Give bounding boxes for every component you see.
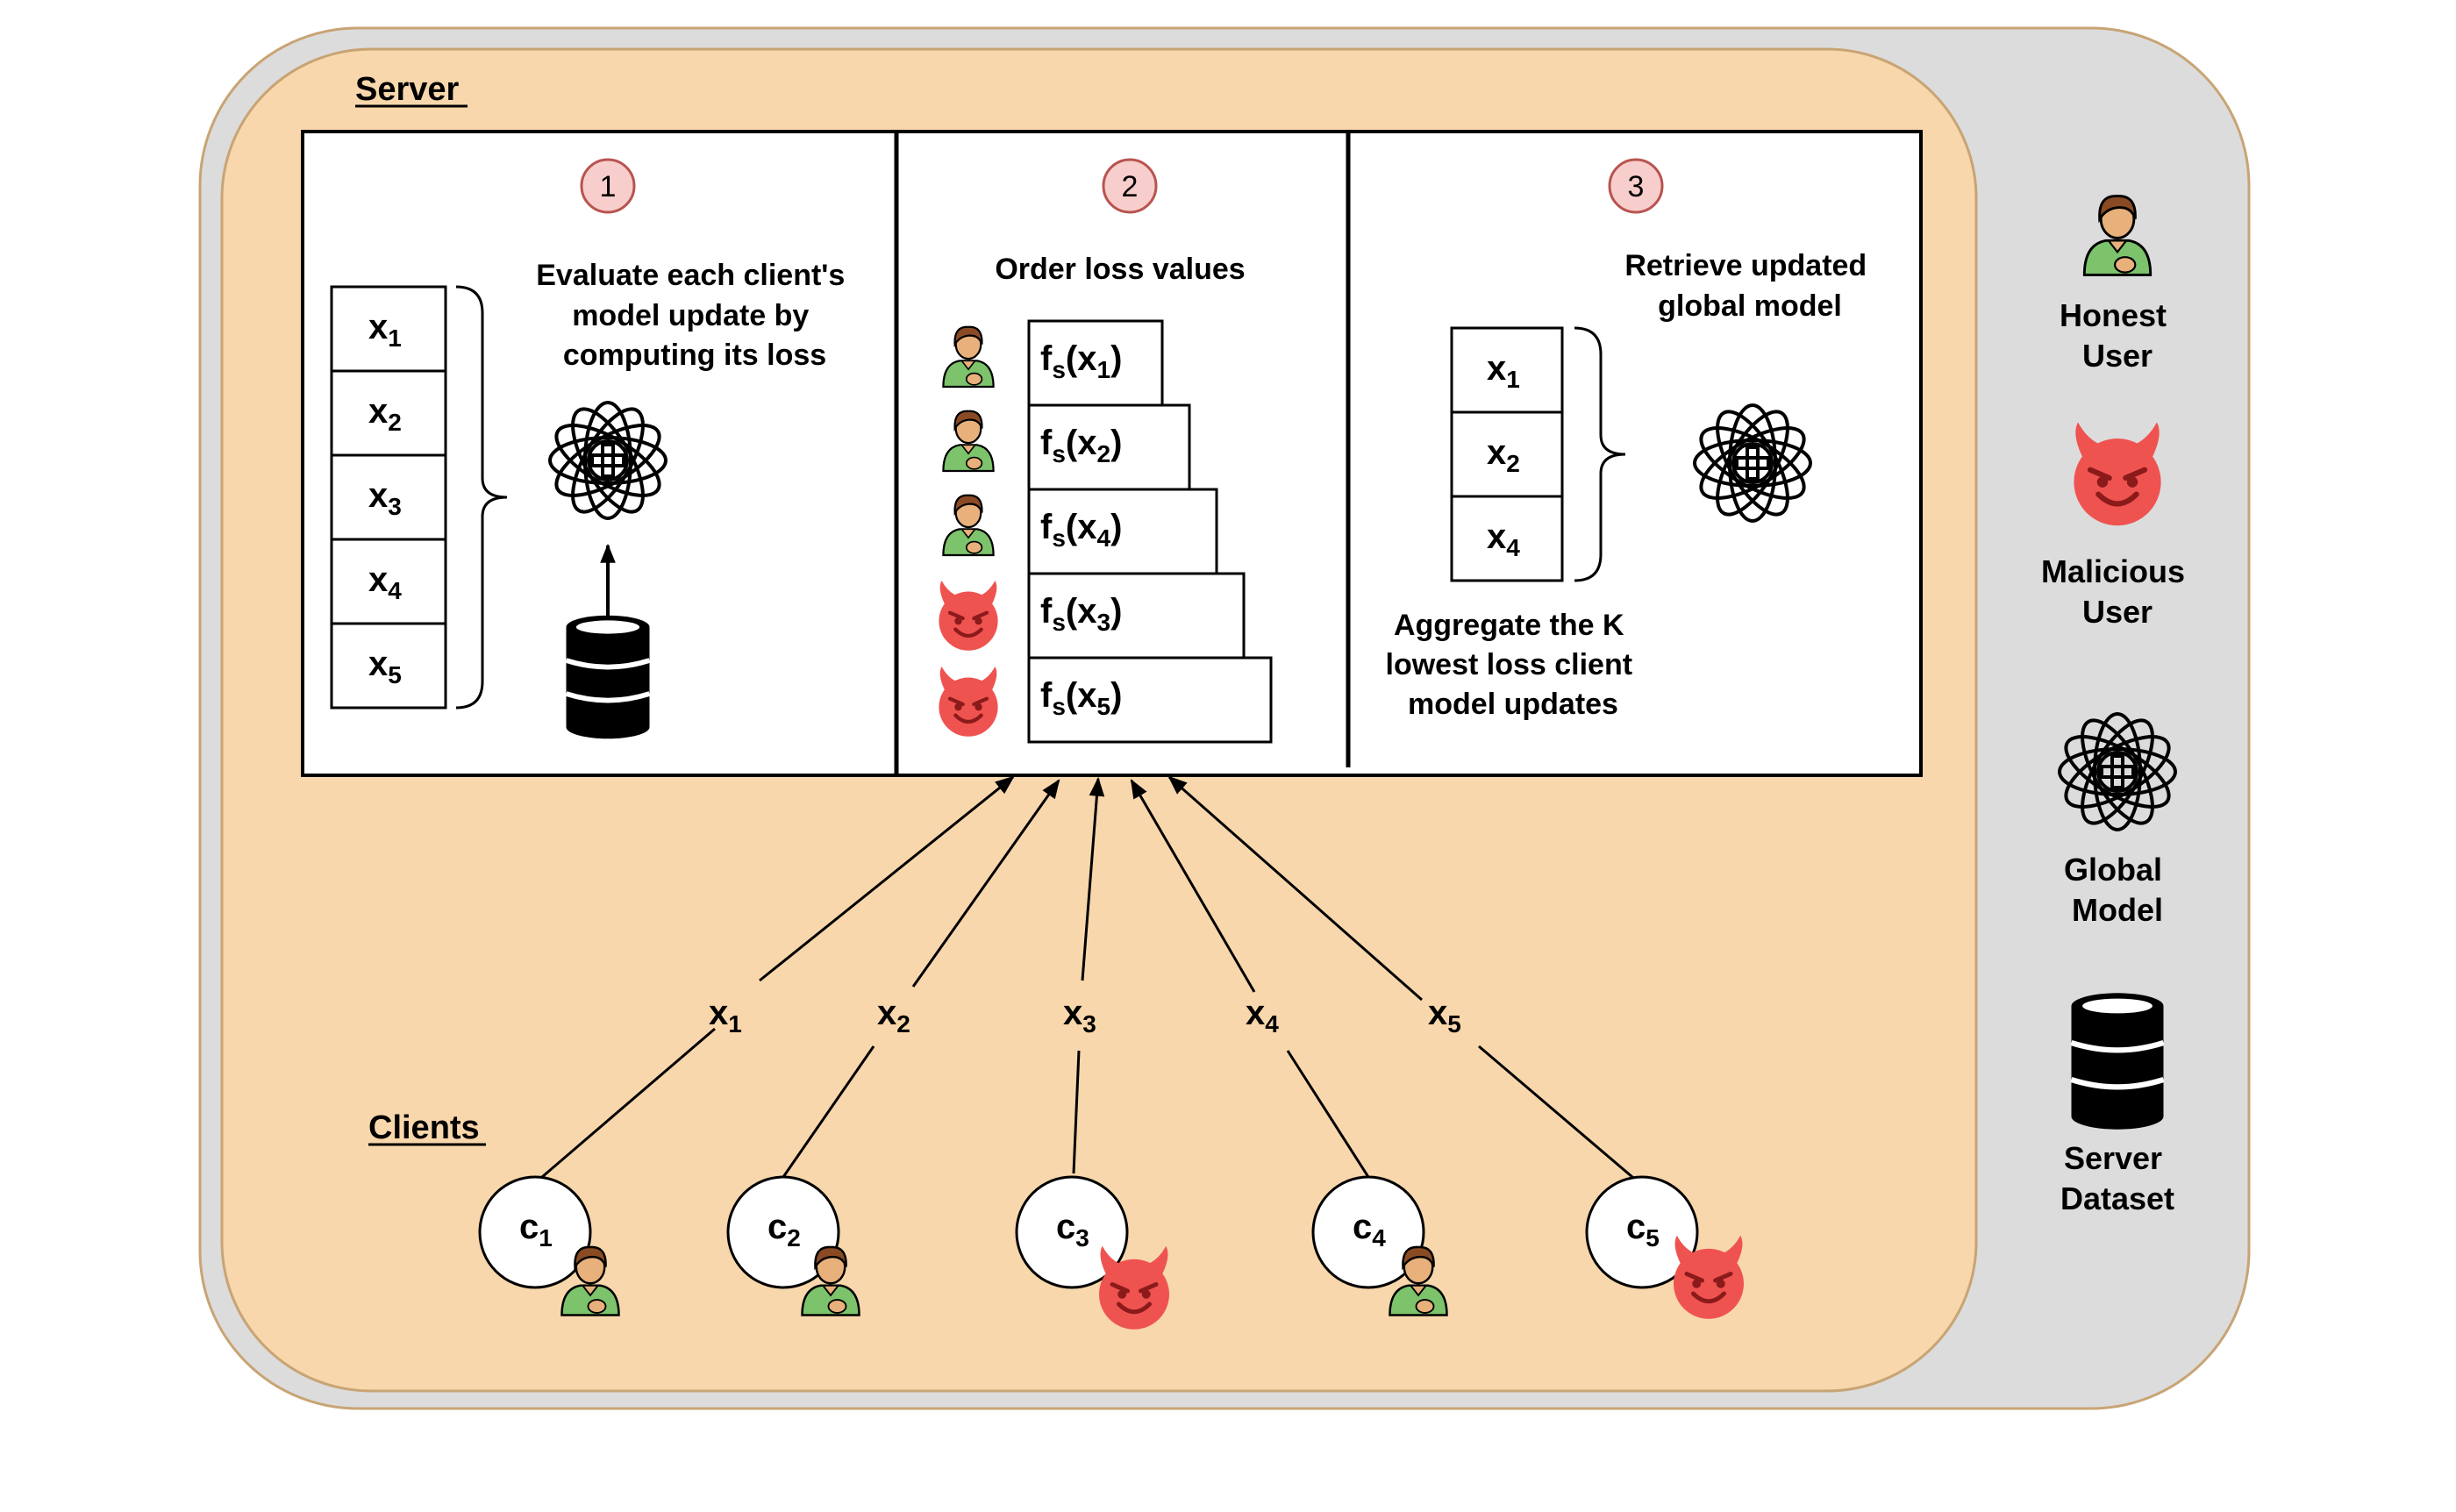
step-1-text: Evaluate each client's model update by c… — [536, 259, 853, 372]
client-1-arrow-lower — [541, 1027, 716, 1179]
step-1-update: x1 — [368, 308, 402, 352]
loss-bar — [1027, 656, 1273, 744]
client-4: c4 — [1311, 1175, 1448, 1316]
client-2-update-label: x2 — [877, 994, 910, 1038]
client-1-update-label: x1 — [709, 994, 742, 1038]
client-4-update-label: x4 — [1246, 994, 1279, 1038]
loss-label: fs(x2) — [1040, 424, 1122, 467]
step-1-update: x3 — [368, 476, 402, 520]
client-arrows — [541, 775, 1639, 1184]
loss-bar — [1027, 488, 1218, 575]
client-1-label: c1 — [519, 1208, 553, 1252]
loss-label: fs(x1) — [1040, 339, 1122, 383]
server-dataset-icon — [2072, 993, 2164, 1129]
client-1-arrow-upper — [759, 775, 1015, 982]
client-3-update-label: x3 — [1063, 994, 1096, 1038]
step-1-number: 1 — [600, 170, 617, 203]
step-2-number: 2 — [1122, 170, 1139, 203]
server-label: Server — [355, 71, 460, 108]
client-2-arrow-lower — [782, 1045, 875, 1178]
step-1-update: x2 — [368, 392, 402, 436]
sorted-losses: fs(x1) fs(x2) fs(x4) fs(x3) fs(x5) — [939, 319, 1273, 744]
legend-honest-label: Honest User — [2060, 297, 2175, 374]
client-1: c1 — [478, 1175, 620, 1316]
client-3-arrow-lower — [1072, 1050, 1081, 1174]
client-4-arrow-upper — [1130, 779, 1256, 993]
client-2: c2 — [726, 1175, 860, 1316]
step-3-update: x4 — [1487, 517, 1520, 561]
aggregate-text: Aggregate the K lowest loss client model… — [1386, 609, 1641, 721]
loss-label: fs(x4) — [1040, 508, 1122, 552]
client-5-arrow-upper — [1167, 775, 1423, 1002]
step-1-badge: 1 — [580, 158, 636, 214]
client-2-label: c2 — [768, 1208, 801, 1252]
legend-server-dataset-label: Server Dataset — [2060, 1140, 2174, 1216]
loss-bar — [1027, 319, 1164, 407]
step-3-number: 3 — [1628, 170, 1645, 203]
step-3-update: x1 — [1487, 349, 1520, 393]
client-5-arrow-lower — [1478, 1045, 1639, 1184]
client-5-label: c5 — [1626, 1208, 1660, 1252]
server-dataset-icon — [567, 616, 650, 739]
loss-bar — [1027, 403, 1191, 491]
legend: Honest User Malicious User Global Model … — [2041, 195, 2194, 1216]
step-2-badge: 2 — [1102, 158, 1158, 214]
step-3-brace — [1574, 326, 1626, 582]
step-3-update-stack: x1 x2 x4 — [1450, 326, 1564, 582]
clients-label: Clients — [368, 1109, 480, 1146]
step-2-text: Order loss values — [995, 253, 1245, 286]
step-1-update-stack: x1 x2 x3 x4 x5 — [330, 285, 447, 710]
client-4-arrow-lower — [1286, 1050, 1370, 1178]
loss-label: fs(x5) — [1040, 676, 1122, 720]
step-1-brace — [455, 285, 508, 710]
legend-global-model-label: Global Model — [2064, 852, 2171, 928]
loss-bar — [1027, 572, 1246, 660]
loss-label: fs(x3) — [1040, 592, 1122, 636]
client-5: c5 — [1585, 1175, 1744, 1319]
step-3-badge: 3 — [1608, 158, 1664, 214]
client-2-arrow-upper — [911, 779, 1060, 988]
legend-malicious-label: Malicious User — [2041, 553, 2194, 630]
client-3: c3 — [1015, 1175, 1169, 1330]
client-5-update-label: x5 — [1428, 994, 1461, 1038]
client-4-label: c4 — [1353, 1208, 1386, 1252]
step-1-update: x5 — [368, 645, 402, 688]
client-3-label: c3 — [1056, 1208, 1089, 1252]
step-3-update: x2 — [1487, 433, 1520, 477]
step-3-text: Retrieve updated global model — [1624, 249, 1874, 323]
step-1-update: x4 — [368, 560, 402, 604]
client-3-arrow-upper — [1081, 776, 1105, 981]
